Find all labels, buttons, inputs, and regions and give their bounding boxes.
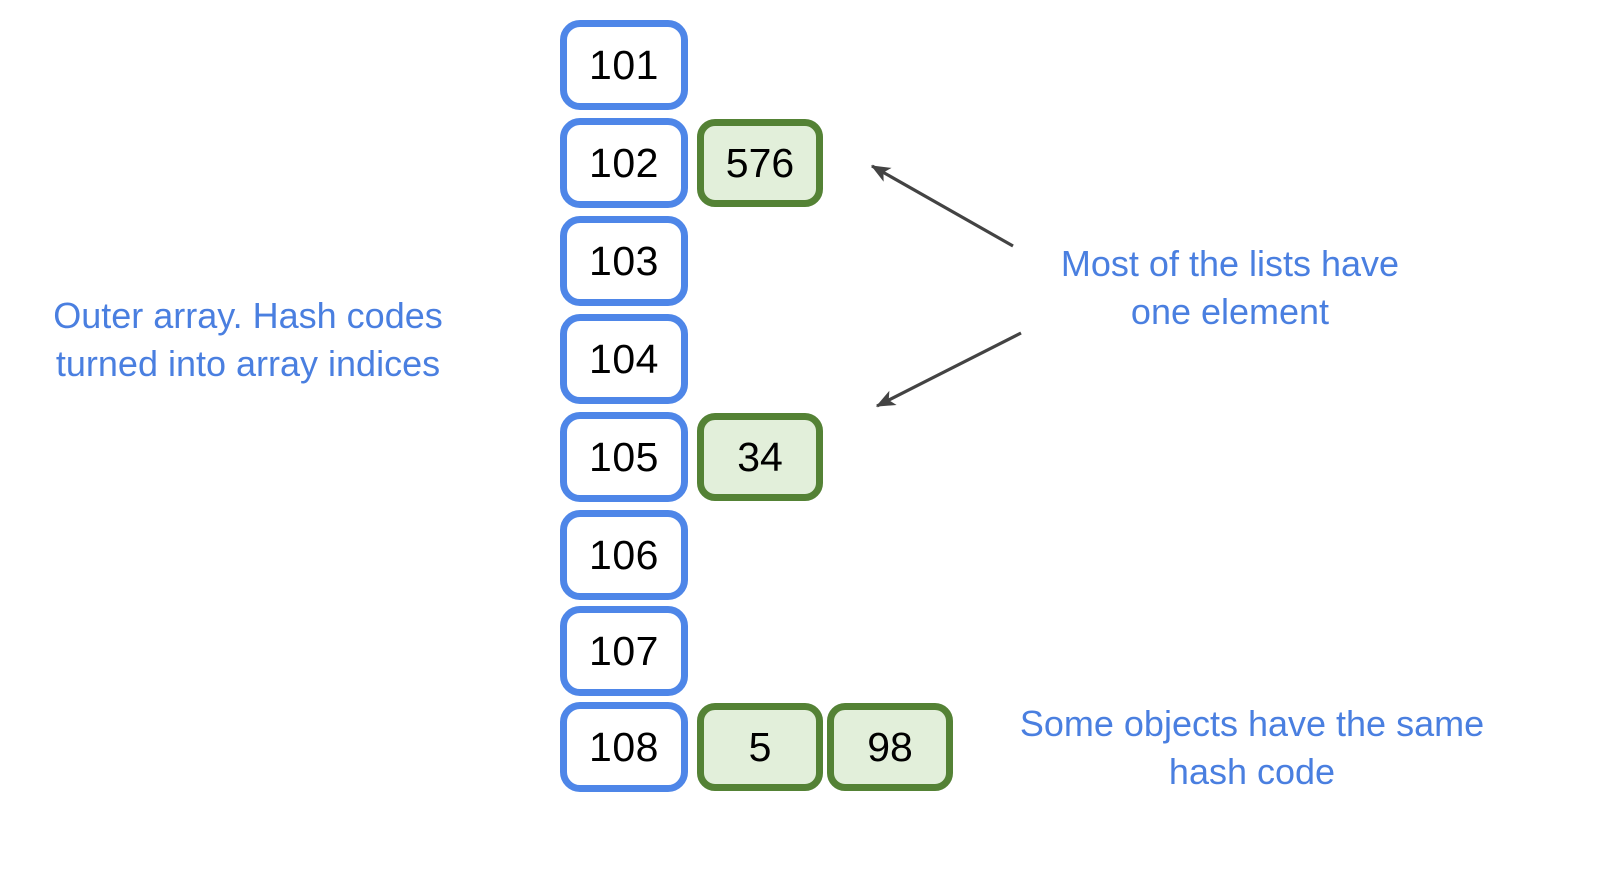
- arrow-to-576-line: [870, 164, 1014, 248]
- bucket-row: 106: [560, 510, 688, 600]
- annotation-same-hash-code: Some objects have the same hash code: [1019, 703, 1485, 792]
- bucket-cell[interactable]: 106: [560, 510, 688, 600]
- bucket-cell[interactable]: 101: [560, 20, 688, 110]
- bucket-cell[interactable]: 107: [560, 606, 688, 696]
- bucket-row: 108 5 98: [560, 702, 953, 792]
- bucket-row: 101: [560, 20, 688, 110]
- bucket-row: 107: [560, 606, 688, 696]
- bucket-row: 103: [560, 216, 688, 306]
- bucket-cell[interactable]: 102: [560, 118, 688, 208]
- bucket-row: 105 34: [560, 412, 823, 502]
- list-node[interactable]: 34: [697, 413, 823, 501]
- bucket-row: 102 576: [560, 118, 823, 208]
- annotation-outer-array: Outer array. Hash codes turned into arra…: [53, 295, 443, 384]
- bucket-cell[interactable]: 105: [560, 412, 688, 502]
- list-node[interactable]: 5: [697, 703, 823, 791]
- annotation-one-element: Most of the lists have one element: [1060, 243, 1400, 332]
- arrow-to-34-line: [875, 331, 1022, 408]
- bucket-cell[interactable]: 104: [560, 314, 688, 404]
- bucket-cell[interactable]: 108: [560, 702, 688, 792]
- list-node[interactable]: 98: [827, 703, 953, 791]
- bucket-row: 104: [560, 314, 688, 404]
- bucket-cell[interactable]: 103: [560, 216, 688, 306]
- list-node[interactable]: 576: [697, 119, 823, 207]
